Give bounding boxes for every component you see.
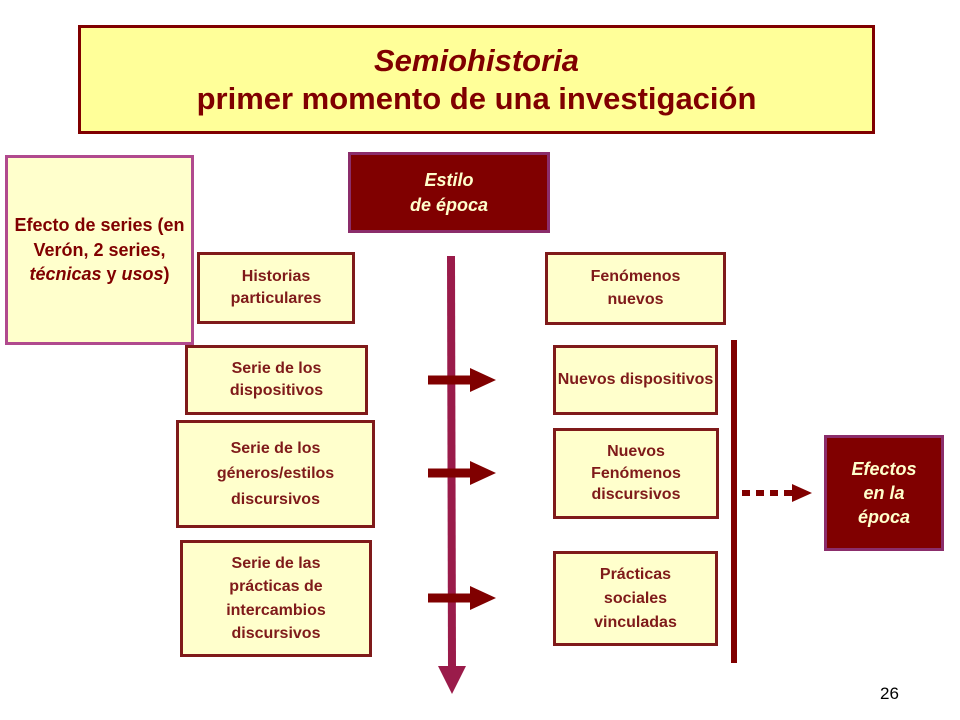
page-number: 26	[880, 684, 899, 703]
nuevos-dispositivos-box: Nuevos dispositivos	[553, 345, 718, 415]
estilo-line-2: de época	[409, 194, 489, 215]
arrow-practicas-head	[470, 586, 496, 610]
slide-title: Semiohistoria primer momento de una inve…	[78, 25, 875, 134]
series-effect-note-text: Efecto de series (en Verón, 2 series, té…	[14, 214, 185, 285]
estilo-line-1: Estilo	[424, 170, 474, 191]
dotted-arrow-head	[792, 484, 812, 502]
timeline-arrow-shaft	[447, 255, 456, 671]
efectos-line-3: época	[857, 507, 911, 528]
efectos-line-2: en la	[863, 482, 905, 503]
serie-dispositivos-box: Serie de los dispositivos	[185, 345, 368, 415]
efectos-line-1: Efectos	[851, 458, 917, 479]
historias-particulares-box: Historias particulares	[197, 252, 355, 324]
arrow-dispositivos-head	[470, 368, 496, 392]
nuevos-fenomenos-discursivos-box: Nuevos Fenómenos discursivos	[553, 428, 719, 519]
estilo-de-epoca-box: Estilo de época	[348, 152, 550, 233]
title-line-1: Semiohistoria	[374, 42, 579, 78]
serie-generos-box: Serie de los géneros/estilos discursivos	[176, 420, 375, 528]
timeline-arrow-head	[438, 666, 466, 694]
arrow-generos-head	[470, 461, 496, 485]
fenomenos-nuevos-box: Fenómenos nuevos	[545, 252, 726, 325]
practicas-sociales-box: Prácticas sociales vinculadas	[553, 551, 718, 646]
title-line-2: primer momento de una investigación	[196, 80, 757, 116]
serie-practicas-box: Serie de las prácticas de intercambios d…	[180, 540, 372, 657]
efectos-en-la-epoca-box: Efectos en la época	[824, 435, 944, 551]
series-effect-note: Efecto de series (en Verón, 2 series, té…	[5, 155, 194, 345]
